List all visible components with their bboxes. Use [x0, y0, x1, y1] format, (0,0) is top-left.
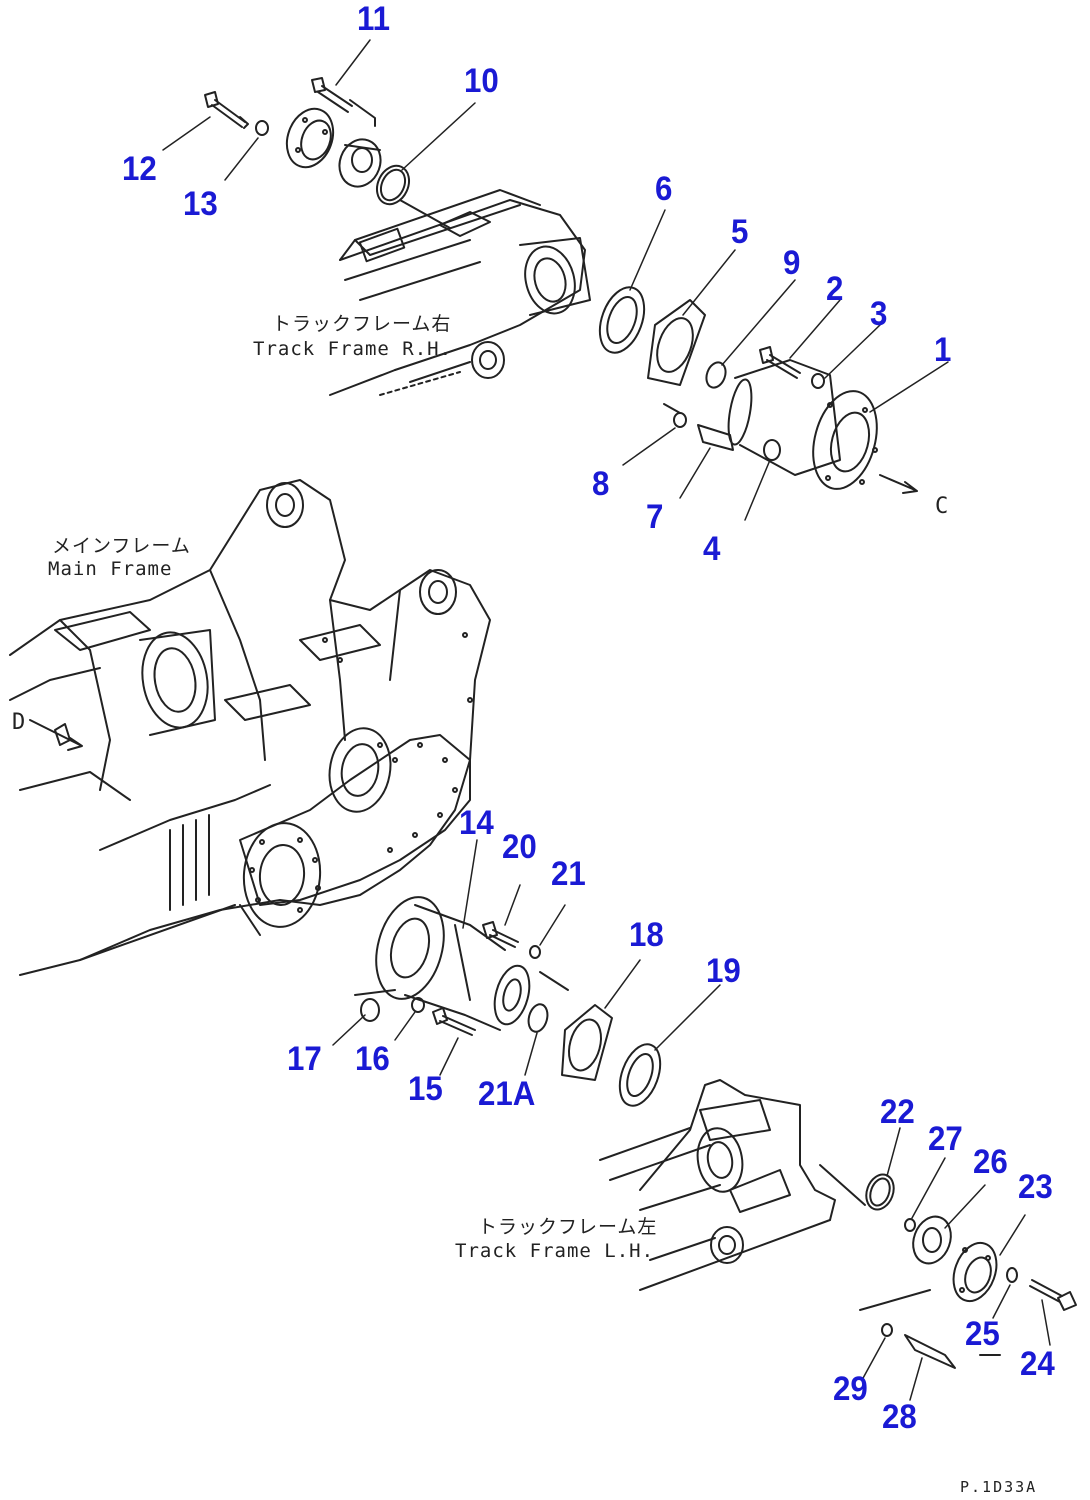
callout-22: 22: [880, 1093, 915, 1131]
callout-29: 29: [833, 1370, 868, 1408]
callout-25: 25: [965, 1315, 1000, 1353]
callout-14: 14: [459, 804, 494, 842]
callout-23: 23: [1018, 1168, 1053, 1206]
callout-21: 21: [551, 855, 586, 893]
reference-mark-d: D: [12, 710, 27, 735]
callout-12: 12: [122, 150, 157, 188]
callout-18: 18: [629, 916, 664, 954]
callout-16: 16: [355, 1040, 390, 1078]
callout-2: 2: [826, 270, 844, 308]
label-main-frame-en: Main Frame: [48, 558, 173, 580]
reference-mark-c: C: [935, 494, 950, 519]
callout-20: 20: [502, 828, 537, 866]
top-right-parts: [598, 286, 918, 494]
callout-13: 13: [183, 185, 218, 223]
middle-shaft-assembly: [354, 896, 662, 1107]
callout-6: 6: [655, 170, 673, 208]
callout-4: 4: [703, 530, 721, 568]
callout-19: 19: [706, 952, 741, 990]
callout-11: 11: [357, 0, 391, 38]
callout-5: 5: [731, 213, 749, 251]
callout-27: 27: [928, 1120, 963, 1158]
callout-21a: 21A: [478, 1075, 536, 1113]
drawing-code: P.1D33A: [960, 1478, 1038, 1496]
callout-9: 9: [783, 244, 801, 282]
callout-15: 15: [408, 1070, 443, 1108]
callout-8: 8: [592, 465, 610, 503]
leader-lines: [162, 39, 1051, 1401]
callout-3: 3: [870, 295, 888, 333]
top-left-parts: [204, 77, 451, 229]
label-track-frame-lh-jp: トラックフレーム左: [478, 1216, 658, 1238]
track-frame-rh-assembly: [329, 189, 591, 396]
label-track-frame-lh-en: Track Frame L.H.: [455, 1240, 655, 1262]
callout-1: 1: [934, 331, 952, 369]
callout-10: 10: [464, 62, 499, 100]
callout-17: 17: [287, 1040, 322, 1078]
label-track-frame-rh-jp: トラックフレーム右: [272, 313, 452, 335]
track-frame-lh-assembly: [599, 1079, 1077, 1369]
label-track-frame-rh-en: Track Frame R.H.: [253, 338, 453, 360]
label-main-frame-jp: メインフレーム: [52, 535, 191, 557]
callout-7: 7: [646, 498, 664, 536]
callout-26: 26: [973, 1143, 1008, 1181]
callout-24: 24: [1020, 1345, 1055, 1383]
callout-28: 28: [882, 1398, 917, 1436]
main-frame: [9, 479, 491, 976]
